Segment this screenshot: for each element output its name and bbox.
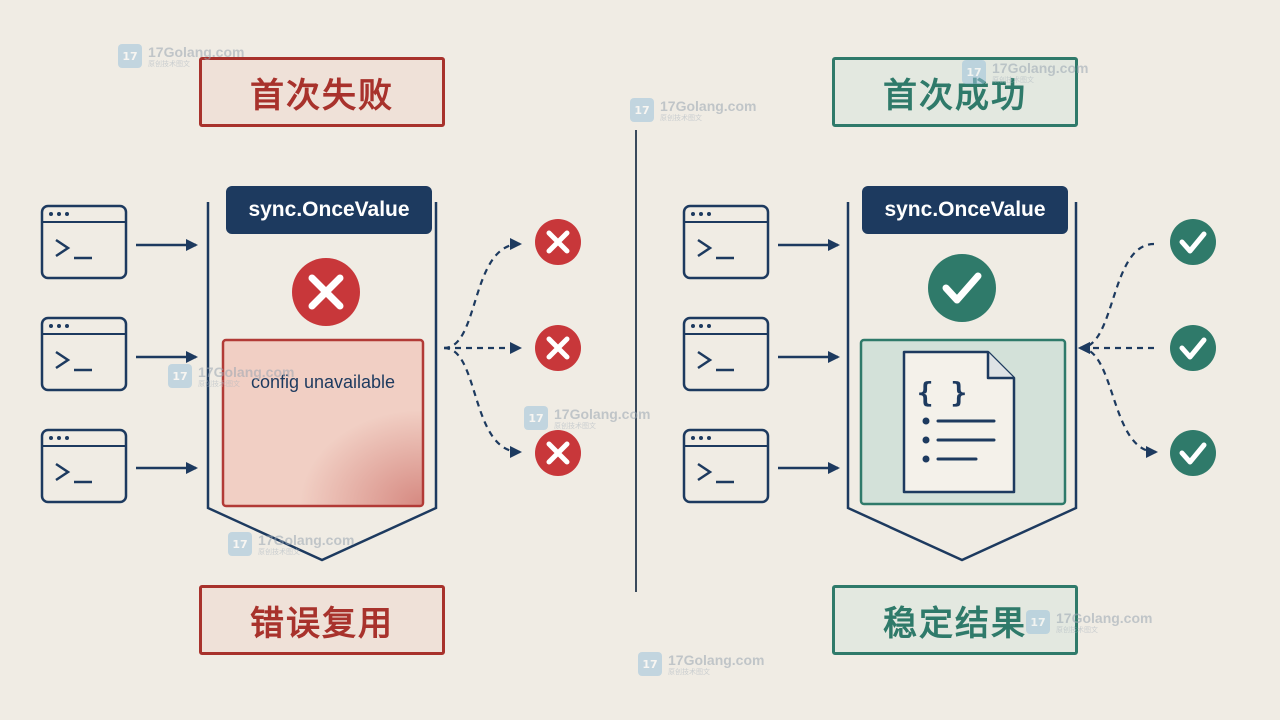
output-arrows-left [443,238,522,458]
once-container-left [206,202,438,562]
right-panel: { } [682,202,1216,562]
caller-terminal-3 [40,428,128,504]
check-circle-icon [1170,325,1216,371]
output-arrows-right [1078,242,1158,458]
check-circle-icon [928,254,996,322]
once-value-label-left: sync.OnceValue [226,186,432,234]
check-circle-icon [1170,430,1216,476]
caller-terminal-1 [40,204,128,280]
caller-terminal-3 [682,428,770,504]
config-unavailable-label: config unavailable [250,372,396,392]
caller-terminal-2 [40,316,128,392]
caller-terminal-2 [682,316,770,392]
once-container-right [846,202,1078,562]
first-failure-title: 首次失败 [199,57,445,127]
first-success-title: 首次成功 [832,57,1078,127]
cached-error-box [221,338,425,508]
caller-terminal-1 [682,204,770,280]
x-circle-icon [292,258,360,326]
json-document-icon: { } [902,350,1016,494]
x-circle-icon [535,325,581,371]
left-panel [40,202,581,562]
once-value-label-right: sync.OnceValue [862,186,1068,234]
stable-result-footer: 稳定结果 [832,585,1078,655]
x-circle-icon [535,219,581,265]
x-circle-icon [535,430,581,476]
check-circle-icon [1170,219,1216,265]
svg-text:{ }: { } [917,376,968,409]
error-reuse-footer: 错误复用 [199,585,445,655]
